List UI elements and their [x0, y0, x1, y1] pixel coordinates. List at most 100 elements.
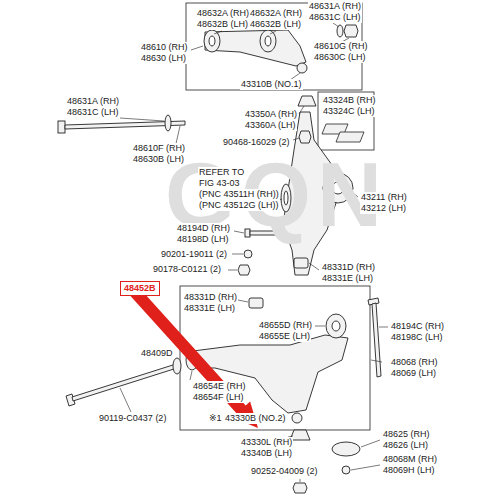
leader-line [293, 138, 299, 140]
part-number: 48068M (RH) [382, 454, 438, 465]
nut [293, 483, 307, 493]
highlight-arrow [131, 288, 259, 428]
part-number: 48331E (LH) [321, 273, 374, 284]
leader-line [228, 270, 237, 271]
part-number: 48331D (RH) [183, 292, 238, 303]
bushing [260, 30, 276, 52]
part-number: 48632B (LH) [249, 19, 302, 30]
part-number: ※1 [208, 413, 223, 424]
leader-line [315, 326, 325, 327]
cam-washer [173, 358, 181, 374]
leader-line [120, 388, 131, 412]
part-number: 48631C (LH) [308, 12, 362, 23]
part-number: 48630C (LH) [313, 52, 367, 63]
part-number: 43360A (LH) [244, 120, 297, 131]
leader-line [270, 31, 276, 34]
part-number: 48630B (LH) [132, 154, 185, 165]
part-number: 90468-16029 (2) [222, 137, 291, 148]
bushing-bore [332, 321, 340, 331]
part-number: 48630 (LH) [140, 53, 187, 64]
part-number: 43211 (RH) [360, 192, 408, 203]
callout-number: 48452B [124, 283, 156, 294]
part-number: 90119-C0437 (2) [98, 413, 167, 424]
part-number: (PNC 43512G (LH)) [198, 200, 280, 211]
leader-line [120, 118, 164, 121]
part-number: 48631C (LH) [66, 107, 120, 118]
part-number: 90178-C0121 (2) [152, 264, 222, 275]
bushing [326, 314, 346, 338]
ball-joint-body [332, 442, 360, 456]
nut [299, 131, 311, 143]
part-number: 48331D (RH) [321, 262, 376, 273]
part-number: 43340B (LH) [240, 448, 293, 459]
leader-line [214, 31, 222, 34]
part-number: REFER TO [198, 167, 245, 178]
part-number: 48626 (LH) [382, 440, 429, 451]
leader-line [299, 106, 304, 114]
part-number: 48069H (LH) [382, 465, 436, 476]
part-number: 43212 (LH) [360, 203, 407, 214]
leader-line [371, 360, 382, 362]
cushion [294, 258, 308, 268]
part-number: (PNC 43511H (RH)) [198, 189, 280, 200]
leader-line [379, 327, 388, 328]
part-number: 48068 (RH) [390, 357, 439, 368]
washer [342, 466, 350, 474]
part-number: 43350A (RH) [244, 109, 298, 120]
part-number: 48198C (LH) [390, 332, 444, 343]
leader-line [361, 440, 380, 447]
part-number: 48610 (RH) [140, 42, 189, 53]
leader-line [309, 263, 319, 270]
part-number: 90252-04009 (2) [250, 466, 319, 477]
dust-boot [298, 96, 316, 106]
washer [244, 250, 252, 258]
nut [344, 25, 358, 37]
part-number: 48632A (RH) [249, 8, 303, 19]
nut [238, 265, 250, 275]
callout-box: 48452B [120, 281, 160, 296]
part-number: 48194C (RH) [390, 321, 445, 332]
part-number: 48610F (RH) [132, 143, 186, 154]
bolt-shank [372, 303, 381, 377]
leader-line [232, 254, 243, 255]
leader-line [351, 465, 380, 470]
upper-arm [205, 30, 306, 66]
leader-line [190, 371, 192, 380]
ball-joint [292, 413, 302, 423]
part-number: 48331E (LH) [183, 303, 236, 314]
leader-line [238, 300, 248, 302]
part-number: 48069 (LH) [390, 368, 437, 379]
part-number: 43310B (NO.1) [240, 79, 303, 90]
part-number: 48631A (RH) [308, 1, 362, 12]
bolt-head [58, 121, 65, 133]
ball-joint [297, 63, 307, 73]
leader-line [300, 479, 301, 482]
part-number: 48632A (RH) [196, 8, 250, 19]
part-number: 48625 (RH) [382, 429, 431, 440]
part-number: 90201-19011 (2) [160, 249, 228, 260]
part-number: 43324C (LH) [322, 106, 376, 117]
part-number: FIG 43-03 [198, 178, 241, 189]
bolt-shank [72, 364, 177, 401]
part-number: 48631A (RH) [66, 96, 120, 107]
bushing-bore [209, 36, 215, 46]
washer [165, 115, 171, 131]
part-number: 48655D (RH) [258, 320, 313, 331]
part-number: 43330L (RH) [240, 437, 293, 448]
part-number: 48654E (RH) [192, 381, 247, 392]
part-number: 43330B (NO.2) [224, 413, 287, 424]
part-number: 48409D [140, 348, 174, 359]
bushing [204, 30, 220, 52]
washer [337, 25, 343, 37]
part-number: 43324B (RH) [322, 95, 377, 106]
cushion [249, 298, 263, 308]
leader-line [333, 23, 339, 27]
pad [336, 132, 364, 142]
bushing-bore [265, 36, 271, 46]
leader-line [191, 46, 203, 50]
group-frame [180, 286, 370, 430]
part-number: 48198D (LH) [176, 234, 230, 245]
